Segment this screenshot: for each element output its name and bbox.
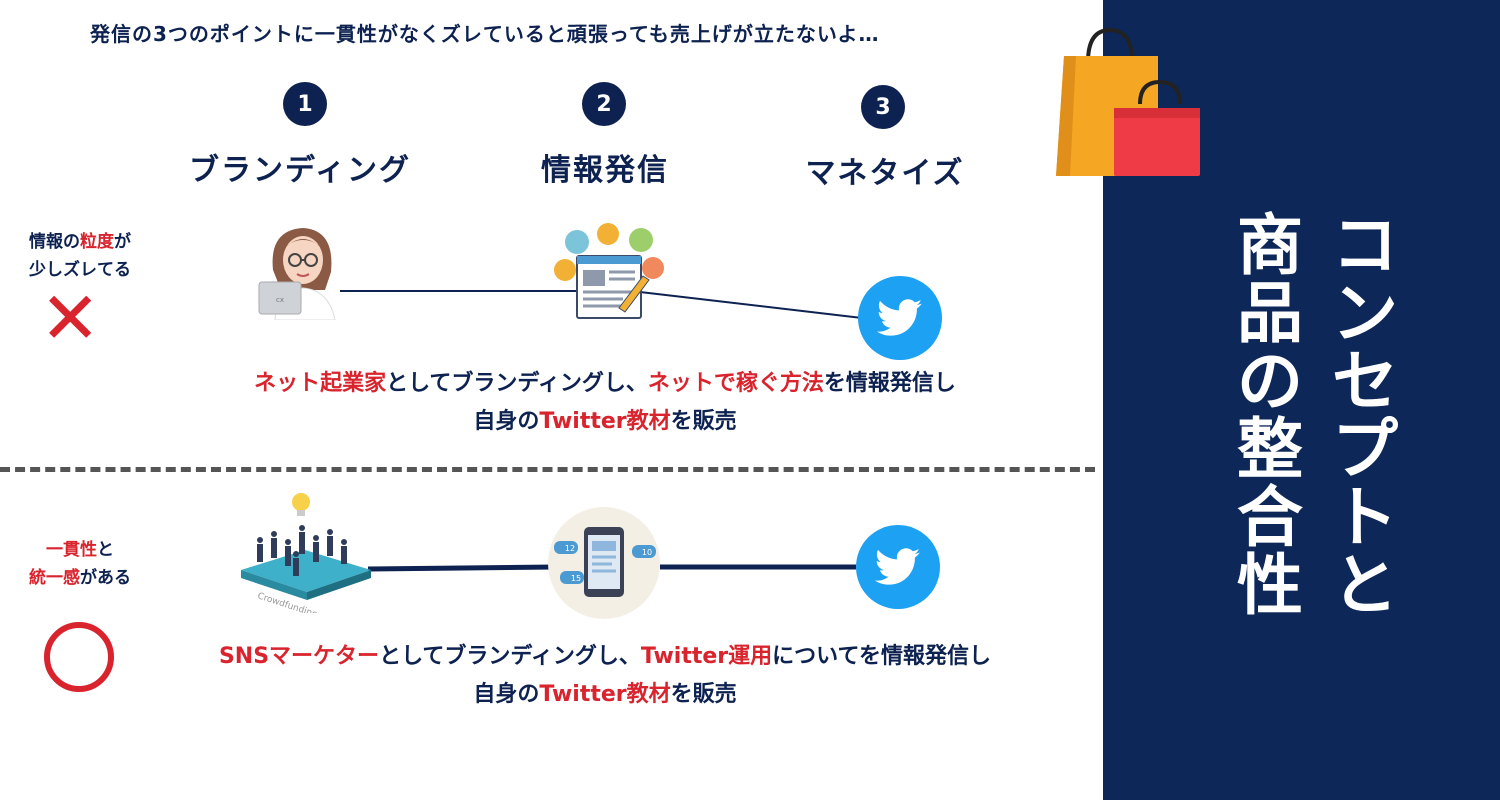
shopping-bags-icon [1050, 22, 1205, 182]
bad-description-line1: ネット起業家としてブランディングし、ネットで稼ぐ方法を情報発信し [150, 365, 1060, 403]
information-news-illustration [553, 222, 668, 322]
woman-laptop-illustration: cx [255, 220, 350, 320]
section-divider [0, 467, 1095, 472]
twitter-icon [856, 525, 940, 609]
good-description-line2: 自身のTwitter教材を販売 [140, 676, 1070, 714]
circle-mark-icon [44, 622, 114, 692]
laptop-logo-text: cx [276, 296, 284, 304]
smartphone-sns-illustration: 12 10 15 [546, 505, 662, 621]
bad-description-line2: 自身のTwitter教材を販売 [150, 403, 1060, 441]
good-note: 一貫性と 統一感がある [5, 536, 155, 592]
twitter-icon [858, 276, 942, 360]
phone-badge-comments: 12 [565, 544, 575, 553]
good-note-line2: 統一感がある [5, 564, 155, 592]
good-description-line1: SNSマーケターとしてブランディングし、Twitter運用についてを情報発信し [140, 638, 1070, 676]
panel-title-col2: 商品の整合性 [1230, 212, 1310, 620]
phone-badge-thumbs: 15 [571, 574, 581, 583]
crowdfunding-team-illustration: Crowdfunding [235, 488, 375, 613]
panel-title-col1: コンセプトと [1325, 212, 1405, 620]
good-note-line1: 一貫性と [5, 536, 155, 564]
good-description: SNSマーケターとしてブランディングし、Twitter運用についてを情報発信し … [140, 638, 1070, 714]
bad-description: ネット起業家としてブランディングし、ネットで稼ぐ方法を情報発信し 自身のTwit… [150, 365, 1060, 441]
phone-badge-likes: 10 [642, 548, 652, 557]
